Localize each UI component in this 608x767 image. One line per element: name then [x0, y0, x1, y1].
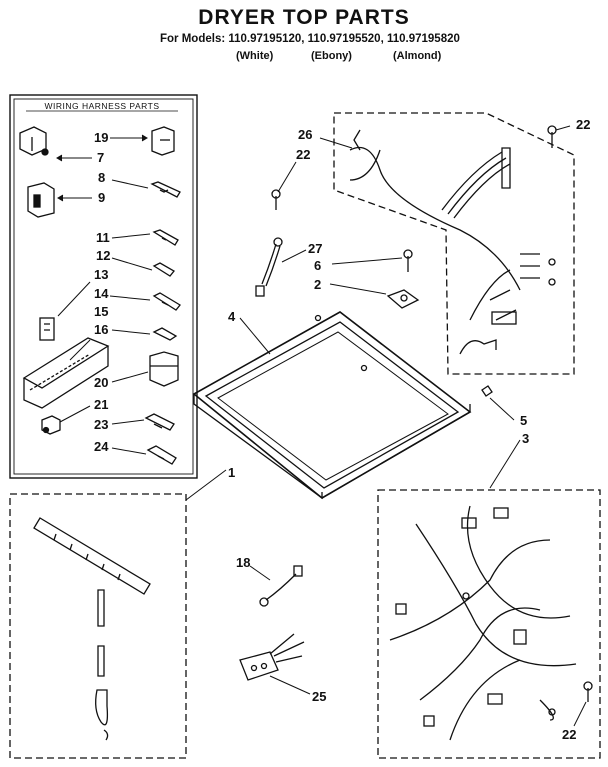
callout-7: 7 [97, 150, 105, 165]
callout-1: 1 [228, 465, 236, 480]
callout-11: 11 [96, 230, 110, 245]
thermistor-part-2 [386, 289, 420, 309]
callout-24: 24 [94, 439, 109, 454]
connector-block-16 [22, 337, 110, 409]
callout-16: 16 [94, 322, 109, 337]
terminal-part-15 [152, 327, 178, 341]
main-leaders [239, 125, 587, 727]
callout-23: 23 [94, 417, 109, 432]
callout-14: 14 [94, 286, 109, 301]
harness-leaders [56, 134, 153, 455]
callout-6: 6 [314, 258, 322, 273]
screw-part-22-bottom-right [583, 681, 593, 702]
callout-22-top-right: 22 [576, 117, 591, 132]
callout-4: 4 [228, 309, 236, 324]
callout-26: 26 [298, 127, 313, 142]
connector-part-20 [149, 351, 179, 387]
page-title: DRYER TOP PARTS [198, 6, 410, 29]
dryer-top-part-4 [192, 311, 472, 500]
callout-2: 2 [314, 277, 322, 292]
callout-22-upper: 22 [296, 147, 311, 162]
screw-part-22-upper [271, 189, 281, 210]
models-line: For Models: 110.97195120, 110.97195520, … [160, 33, 460, 45]
terminal-part-24 [146, 445, 177, 465]
connector-part-25 [239, 633, 305, 681]
callout-3: 3 [522, 431, 530, 446]
harness-box-3 [377, 489, 601, 759]
callout-9: 9 [98, 190, 106, 205]
connector-part-13 [39, 317, 55, 341]
part-1-box [9, 469, 227, 759]
screw-part-6 [403, 249, 413, 272]
terminal-part-8 [150, 181, 181, 198]
callout-18: 18 [236, 555, 251, 570]
callout-21: 21 [94, 397, 109, 412]
clip-part-5 [481, 385, 493, 397]
connector-part-9 [27, 182, 55, 218]
terminal-part-14 [152, 292, 181, 311]
connector-part-19 [151, 126, 175, 156]
terminal-part-12 [152, 262, 175, 277]
harness-panel-title: WIRING HARNESS PARTS [44, 101, 160, 111]
callout-12: 12 [96, 248, 111, 263]
wire-part-18 [259, 565, 303, 607]
variant-ebony: (Ebony) [311, 50, 352, 62]
terminal-part-23 [144, 413, 175, 431]
variant-almond: (Almond) [393, 50, 442, 62]
callout-27: 27 [308, 241, 323, 256]
connector-part-21 [41, 415, 61, 435]
callout-15: 15 [94, 304, 109, 319]
callout-25: 25 [312, 689, 327, 704]
callout-19: 19 [94, 130, 109, 145]
connector-part-7 [19, 126, 49, 156]
callout-13: 13 [94, 267, 109, 282]
harness-box-26 [333, 112, 575, 375]
screw-part-22-top-right [547, 125, 557, 148]
wire-part-27 [255, 237, 283, 297]
callout-8: 8 [98, 170, 106, 185]
callout-20: 20 [94, 375, 109, 390]
terminal-part-11 [152, 229, 179, 246]
wiring-harness-panel [9, 94, 198, 479]
callout-5: 5 [520, 413, 528, 428]
variant-white: (White) [236, 50, 274, 62]
callout-22-bottom-right: 22 [562, 727, 577, 742]
